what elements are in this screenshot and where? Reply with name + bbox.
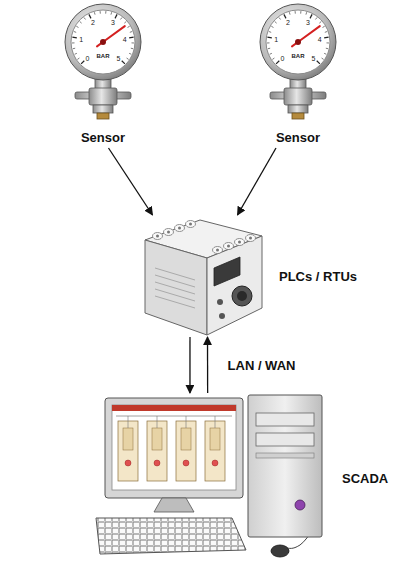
arrow-connector	[109, 148, 153, 215]
scada-mimic	[152, 428, 162, 450]
plc-terminals	[224, 243, 234, 250]
scada-mimic	[157, 416, 158, 428]
plc-button	[217, 299, 223, 305]
plc-terminals	[249, 237, 252, 240]
plc-terminals	[167, 231, 170, 234]
plc-front	[207, 236, 262, 335]
scada-computer	[96, 395, 322, 557]
sensor-node: Sensor	[243, 2, 353, 148]
dial-number: 5	[117, 54, 121, 61]
scada-mimic	[116, 416, 232, 481]
scada-mimic	[147, 421, 167, 481]
node-label: PLCs / RTUs	[279, 269, 357, 284]
plc-vents	[155, 282, 195, 294]
scada-mimic	[183, 460, 189, 466]
monitor-stand	[154, 498, 194, 512]
pressure-gauge	[65, 4, 141, 119]
scada-mimic	[215, 416, 216, 428]
scada-node: SCADA	[92, 393, 328, 563]
sensor-node: Sensor	[48, 2, 158, 148]
pressure-gauge	[260, 4, 336, 119]
plc-terminals	[153, 221, 256, 254]
plc-terminals	[227, 245, 230, 248]
scada-mimic	[154, 460, 160, 466]
dial-number: 2	[286, 19, 290, 26]
edge-label: LAN / WAN	[226, 357, 298, 374]
plc-vents	[155, 275, 195, 287]
scada-mimic	[186, 416, 187, 428]
floppy-slot	[256, 453, 314, 458]
plc-terminals	[235, 239, 245, 246]
dial-number: 0	[280, 54, 284, 61]
scada-mimic	[118, 421, 138, 481]
dial-number: 0	[85, 54, 89, 61]
plc-terminals	[246, 235, 256, 242]
plc-knob-center	[237, 291, 247, 301]
plc-terminals	[189, 223, 192, 226]
scada-mimic	[212, 460, 218, 466]
node-label: Sensor	[243, 130, 353, 145]
scada-mimic	[210, 428, 220, 450]
node-label: Sensor	[48, 130, 158, 145]
plc-vents	[155, 289, 195, 301]
drive-bay	[256, 413, 314, 426]
scada-mimic	[181, 428, 191, 450]
drive-bay	[256, 433, 314, 446]
arrow-connector	[189, 337, 190, 393]
dial-number: 1	[79, 35, 83, 42]
scada-mimic	[125, 460, 131, 466]
scada-mimic	[128, 416, 129, 428]
plc-side	[145, 240, 207, 335]
dial-number: 1	[274, 35, 278, 42]
plc-device	[145, 220, 262, 335]
scada-mimic	[176, 421, 196, 481]
plc-vents	[155, 268, 195, 308]
plc-node: PLCs / RTUs	[140, 215, 265, 337]
plc-terminals	[175, 225, 185, 232]
screen-header	[112, 405, 236, 411]
computer-tower	[248, 395, 322, 537]
dial-number: 3	[306, 19, 310, 26]
plc-terminals	[164, 229, 174, 236]
plc-terminals	[153, 233, 163, 240]
plc-terminals	[156, 235, 159, 238]
arrow-connector	[207, 337, 208, 393]
node-label: SCADA	[342, 471, 388, 486]
dial-number: 2	[91, 19, 95, 26]
mouse	[271, 545, 289, 557]
dial-number: 3	[111, 19, 115, 26]
unit-label: BAR	[97, 53, 110, 59]
power-button	[295, 500, 305, 510]
plc-terminals	[178, 227, 181, 230]
plc-terminals	[216, 249, 219, 252]
scada-mimic	[123, 428, 133, 450]
scada-mimic	[205, 421, 225, 481]
arrow-connector	[238, 148, 277, 215]
plc-terminals	[238, 241, 241, 244]
plc-vents	[155, 296, 195, 308]
plc-knob	[232, 286, 252, 306]
dial-number: 4	[318, 35, 322, 42]
dial-number: 4	[123, 35, 127, 42]
plc-vents	[155, 268, 195, 280]
scada-mimic	[116, 416, 232, 417]
plc-button	[219, 313, 225, 319]
monitor-bezel	[105, 398, 243, 498]
plc-terminals	[186, 221, 196, 228]
monitor-screen	[112, 405, 236, 490]
unit-label: BAR	[292, 53, 305, 59]
dial-number: 5	[312, 54, 316, 61]
plc-display	[214, 257, 240, 286]
keyboard	[96, 518, 246, 554]
plc-terminals	[213, 247, 223, 254]
